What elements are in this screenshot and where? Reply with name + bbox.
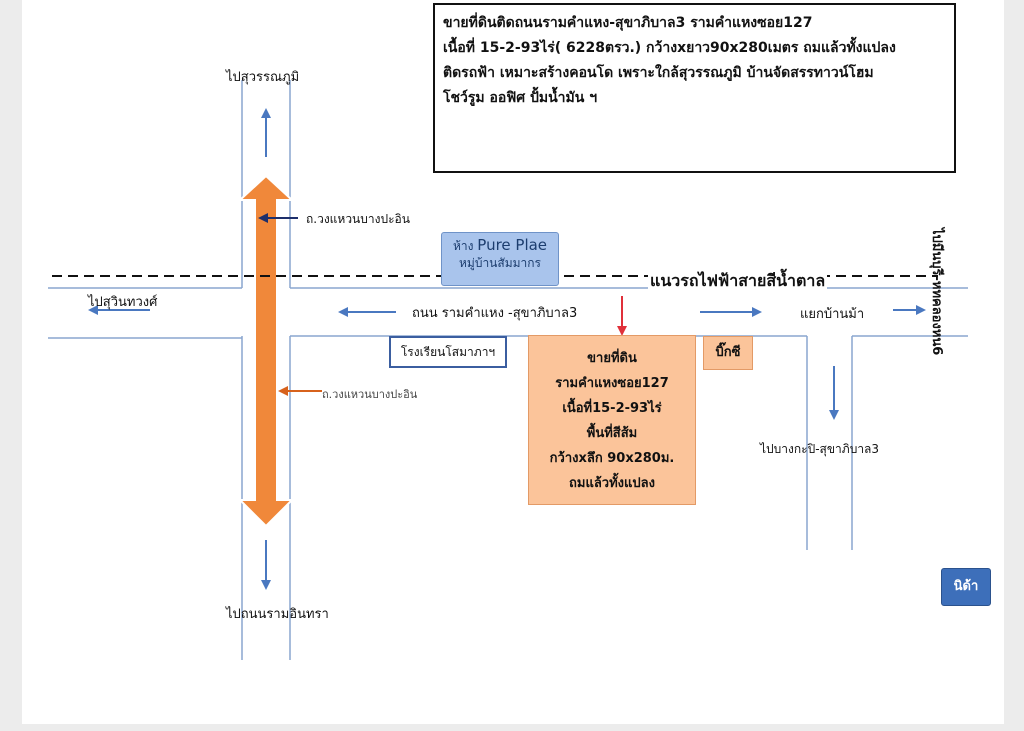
info-line-2: เนื้อที่ 15-2-93ไร่( 6228ตรว.) กว้างxยาว…: [443, 40, 896, 56]
mall-prefix: ห้าง: [452, 239, 474, 253]
side-road-lines: [806, 336, 853, 550]
land-line-1: ขายที่ดิน: [587, 351, 637, 366]
mall-box: ห้าง Pure Plae หมู่บ้านสัมมากร: [441, 232, 559, 286]
listing-info-box: ขายที่ดินติดถนนรามคำแหง-สุขาภิบาล3 รามคำ…: [433, 3, 956, 173]
info-line-4: โชว์รูม ออฟิศ ปั้มน้ำมัน ฯ: [443, 90, 598, 106]
label-ring-road-top: ถ.วงแหวนบางปะอิน: [306, 212, 410, 226]
land-for-sale-box: ขายที่ดิน รามคำแหงซอย127 เนื้อที่15-2-93…: [528, 335, 696, 505]
land-line-4: พื้นที่สีส้ม: [586, 426, 638, 441]
label-to-ramintra: ไปถนนรามอินทรา: [226, 607, 329, 622]
label-ring-road-mid: ถ.วงแหวนบางปะอิน: [322, 388, 418, 401]
info-line-3: ติดรถฟ้า เหมาะสร้างคอนโด เพราะใกล้สุวรรณ…: [443, 65, 874, 81]
label-main-road: ถนน รามคำแหง -สุขาภิบาล3: [412, 306, 578, 321]
label-to-sukhumvit: ไปสุวินทวงศ์: [88, 295, 158, 310]
label-to-bangkapi: ไปบางกะปิ-สุขาภิบาล3: [760, 442, 880, 456]
school-box: โรงเรียนโสมาภาฯ: [389, 336, 507, 368]
mall-name: Pure Plae: [477, 236, 548, 254]
nida-button[interactable]: นิด้า: [941, 568, 991, 606]
land-line-3: เนื้อที่15-2-93ไร่: [562, 401, 662, 416]
mall-sub: หมู่บ้านสัมมากร: [459, 256, 541, 270]
land-line-6: ถมแล้วทั้งแปลง: [569, 476, 655, 491]
land-line-2: รามคำแหงซอย127: [555, 376, 669, 391]
label-rail-line: แนวรถไฟฟ้าสายสีน้ำตาล: [648, 269, 828, 294]
info-line-1: ขายที่ดินติดถนนรามคำแหง-สุขาภิบาล3 รามคำ…: [443, 15, 813, 31]
ring-road-orange-arrow: [237, 174, 295, 528]
label-to-suvarnabhumi: ไปสุวรรณภูมิ: [226, 70, 300, 85]
bigc-box: บิ๊กซี: [703, 336, 753, 370]
label-intersection: แยกบ้านม้า: [800, 307, 865, 322]
land-line-5: กว้างxลึก 90x280ม.: [549, 451, 675, 466]
label-to-min-buri: ไปมีนบุรี-หทคลองหน6: [929, 228, 944, 356]
